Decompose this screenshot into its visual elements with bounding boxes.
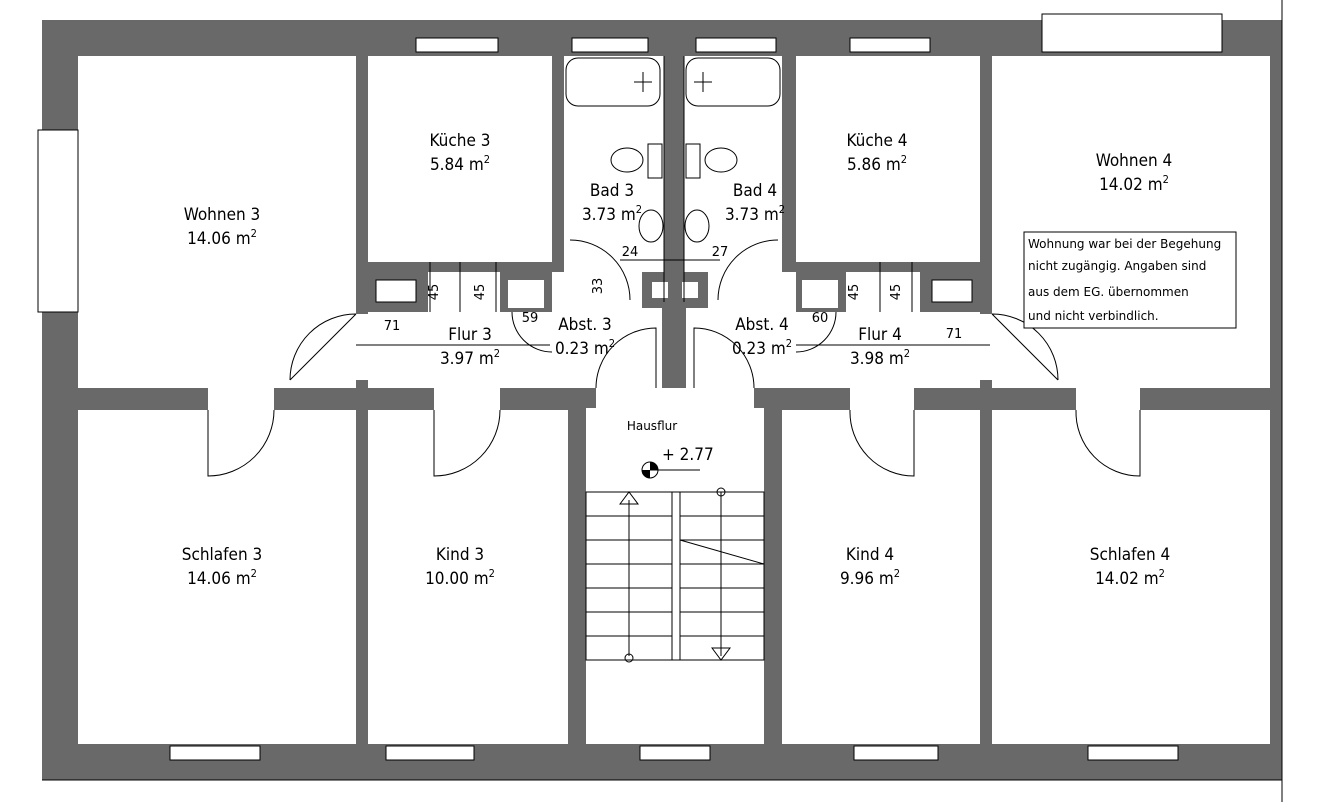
room-name-bad-4: Bad 4 bbox=[733, 181, 777, 201]
dimension-label: 33 bbox=[591, 278, 606, 295]
room-kind-4 bbox=[782, 410, 980, 744]
area-unit-exponent: 2 bbox=[901, 153, 907, 166]
room-schlafen-3 bbox=[78, 410, 356, 744]
room-area-kind-4: 9.96 m2 bbox=[840, 567, 900, 589]
dimension-label: 27 bbox=[712, 245, 729, 260]
window bbox=[415, 37, 499, 53]
room-name-schlafen-4: Schlafen 4 bbox=[1090, 545, 1171, 565]
room-area-kueche-4: 5.86 m2 bbox=[847, 153, 907, 175]
room-schlafen-4 bbox=[992, 410, 1270, 744]
room-name-kind-3: Kind 3 bbox=[436, 545, 484, 565]
dimension-label: 24 bbox=[622, 245, 639, 260]
dimension-label: 71 bbox=[946, 327, 963, 342]
area-unit-exponent: 2 bbox=[1163, 173, 1169, 186]
note-line: und nicht verbindlich. bbox=[1028, 309, 1159, 323]
dimension-label: 45 bbox=[889, 284, 904, 301]
staircase bbox=[585, 487, 765, 663]
area-unit-exponent: 2 bbox=[894, 567, 900, 580]
room-bad-3 bbox=[564, 56, 664, 302]
room-area-flur-4: 3.98 m2 bbox=[850, 347, 910, 369]
note-line: aus dem EG. übernommen bbox=[1028, 285, 1189, 299]
dimension-label: 59 bbox=[522, 311, 539, 326]
room-stairwell bbox=[586, 408, 764, 744]
room-name-flur-3: Flur 3 bbox=[448, 325, 492, 345]
area-unit-exponent: 2 bbox=[609, 337, 615, 350]
note-box bbox=[1023, 231, 1237, 329]
area-unit-exponent: 2 bbox=[484, 153, 490, 166]
level-marker-value: + 2.77 bbox=[662, 445, 714, 465]
room-area-bad-3: 3.73 m2 bbox=[582, 203, 642, 225]
room-name-wohnen-3: Wohnen 3 bbox=[184, 205, 261, 225]
room-area-abst-3: 0.23 m2 bbox=[555, 337, 615, 359]
room-area-kueche-3: 5.84 m2 bbox=[430, 153, 490, 175]
dimension-label: 60 bbox=[812, 311, 829, 326]
area-unit-exponent: 2 bbox=[1159, 567, 1165, 580]
room-name-abst-3: Abst. 3 bbox=[558, 315, 612, 335]
room-area-wohnen-3: 14.06 m2 bbox=[187, 227, 257, 249]
room-bad-4 bbox=[684, 56, 782, 302]
area-unit-exponent: 2 bbox=[786, 337, 792, 350]
dimension-label: 45 bbox=[847, 284, 862, 301]
room-area-bad-4: 3.73 m2 bbox=[725, 203, 785, 225]
area-unit-exponent: 2 bbox=[904, 347, 910, 360]
room-name-kind-4: Kind 4 bbox=[846, 545, 894, 565]
room-wohnen-4 bbox=[992, 56, 1270, 388]
dimension-label: 45 bbox=[473, 284, 488, 301]
area-unit-exponent: 2 bbox=[251, 227, 257, 240]
room-area-abst-4: 0.23 m2 bbox=[732, 337, 792, 359]
room-name-flur-4: Flur 4 bbox=[858, 325, 902, 345]
hausflur-label: Hausflur bbox=[627, 419, 677, 433]
note-line: nicht zugängig. Angaben sind bbox=[1028, 259, 1206, 273]
room-area-schlafen-4: 14.02 m2 bbox=[1095, 567, 1165, 589]
area-unit-exponent: 2 bbox=[779, 203, 785, 216]
dimension-label: 71 bbox=[384, 319, 401, 334]
area-unit-exponent: 2 bbox=[494, 347, 500, 360]
room-name-bad-3: Bad 3 bbox=[590, 181, 634, 201]
dimension-label: 45 bbox=[427, 284, 442, 301]
room-name-kueche-4: Küche 4 bbox=[847, 131, 908, 151]
area-unit-exponent: 2 bbox=[489, 567, 495, 580]
room-kind-3 bbox=[368, 410, 568, 744]
room-name-wohnen-4: Wohnen 4 bbox=[1096, 151, 1173, 171]
room-kueche-4 bbox=[796, 56, 980, 262]
note-line: Wohnung war bei der Begehung bbox=[1028, 237, 1221, 251]
area-unit-exponent: 2 bbox=[251, 567, 257, 580]
room-area-kind-3: 10.00 m2 bbox=[425, 567, 495, 589]
room-name-schlafen-3: Schlafen 3 bbox=[182, 545, 263, 565]
room-name-kueche-3: Küche 3 bbox=[430, 131, 491, 151]
room-kueche-3 bbox=[368, 56, 552, 262]
room-area-schlafen-3: 14.06 m2 bbox=[187, 567, 257, 589]
area-unit-exponent: 2 bbox=[636, 203, 642, 216]
room-name-abst-4: Abst. 4 bbox=[735, 315, 789, 335]
room-area-flur-3: 3.97 m2 bbox=[440, 347, 500, 369]
room-area-wohnen-4: 14.02 m2 bbox=[1099, 173, 1169, 195]
